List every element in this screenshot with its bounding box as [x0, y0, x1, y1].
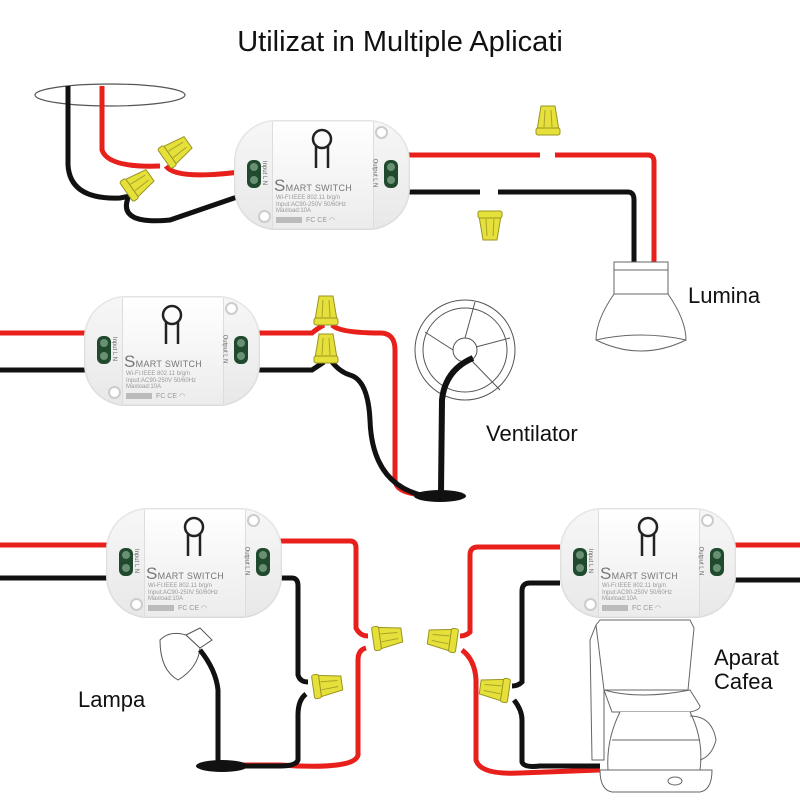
- input-label: Input L N: [587, 548, 594, 574]
- ceiling-light-icon: [595, 261, 687, 352]
- section-lumina: [34, 83, 687, 352]
- output-label: Output L N: [697, 546, 704, 576]
- switch3-output-live: [235, 538, 369, 769]
- wire-nut: [156, 132, 196, 170]
- wifi-icon: ◠: [178, 393, 186, 400]
- smart-switch-1: Input L N Output L N SMART SWITCH Wi-Fi:…: [234, 120, 410, 230]
- switch2-output-neutral: [250, 359, 426, 499]
- coffee-maker-icon: [589, 619, 717, 793]
- output-terminal: [234, 336, 248, 364]
- supply-neutral-wire: [65, 86, 131, 201]
- input-terminal: [573, 548, 587, 576]
- section-lampa: [0, 538, 404, 772]
- power-button-icon: [311, 128, 333, 168]
- input-label: Input L N: [133, 548, 140, 574]
- output-label: Output L N: [243, 546, 250, 576]
- mount-hole: [375, 126, 388, 139]
- mount-hole: [108, 386, 121, 399]
- output-terminal: [710, 548, 724, 576]
- mount-hole: [247, 514, 260, 527]
- power-button-icon: [161, 304, 183, 344]
- mount-hole: [584, 598, 597, 611]
- switch1-input-live: [163, 164, 241, 178]
- input-label: Input L N: [261, 160, 268, 186]
- section-ventilator: [0, 295, 516, 502]
- switch1-output-neutral: [405, 189, 637, 265]
- mount-hole: [130, 598, 143, 611]
- mount-hole: [701, 514, 714, 527]
- wifi-icon: ◠: [654, 605, 662, 612]
- switch3-output-neutral: [220, 575, 309, 769]
- output-terminal: [256, 548, 270, 576]
- input-terminal: [247, 160, 261, 188]
- label-ventilator: Ventilator: [486, 421, 578, 446]
- switch1-input-neutral: [124, 193, 241, 224]
- cert-marks: FC CE ◠: [126, 392, 185, 400]
- smart-switch-3: Input L N Output L N SMART SWITCH Wi-Fi:…: [106, 508, 282, 618]
- wire-nut: [477, 210, 503, 241]
- cert-marks: FC CE ◠: [276, 216, 335, 224]
- switch4-input-neutral: [511, 580, 600, 769]
- cert-marks: FC CE ◠: [602, 604, 661, 612]
- desk-lamp-icon: [159, 627, 248, 772]
- wire-nut: [313, 333, 339, 364]
- input-terminal: [97, 336, 111, 364]
- wire-nut: [535, 105, 561, 136]
- wire-nut: [370, 622, 404, 652]
- smart-switch-2: Input L N Output L N SMART SWITCH Wi-Fi:…: [84, 296, 260, 406]
- fan-icon: [414, 299, 516, 502]
- brand-label: SMART SWITCH: [124, 352, 203, 371]
- wifi-icon: ◠: [200, 605, 208, 612]
- switch2-output-live: [250, 322, 431, 498]
- input-label: Input L N: [111, 336, 118, 362]
- brand-label: SMART SWITCH: [146, 564, 225, 583]
- switch1-output-live: [405, 152, 657, 265]
- supply-live-wire: [99, 86, 161, 169]
- label-aparat-line2: Cafea: [714, 669, 773, 694]
- smart-switch-4: Input L N Output L N SMART SWITCH Wi-Fi:…: [560, 508, 736, 618]
- wire-nut: [310, 670, 344, 700]
- wire-nut: [426, 624, 460, 654]
- brand-label: SMART SWITCH: [274, 176, 353, 195]
- label-lumina: Lumina: [688, 283, 761, 308]
- wire-nut: [313, 295, 339, 326]
- input-terminal: [119, 548, 133, 576]
- mount-hole: [225, 302, 238, 315]
- power-button-icon: [637, 516, 659, 556]
- mount-hole: [258, 210, 271, 223]
- label-lampa: Lampa: [78, 687, 146, 712]
- diagram-title: Utilizat in Multiple Aplicati: [237, 26, 563, 58]
- ceiling-box: [34, 83, 186, 107]
- output-terminal: [384, 160, 398, 188]
- label-aparat-cafea: Aparat Cafea: [714, 646, 779, 694]
- switch4-input-live: [459, 544, 601, 776]
- brand-label: SMART SWITCH: [600, 564, 679, 583]
- wifi-icon: ◠: [328, 217, 336, 224]
- power-button-icon: [183, 516, 205, 556]
- wire-nut: [478, 674, 512, 704]
- output-label: Output L N: [221, 334, 228, 364]
- section-aparat-cafea: [426, 542, 800, 793]
- label-aparat-line1: Aparat: [714, 645, 779, 670]
- output-label: Output L N: [371, 158, 378, 188]
- cert-marks: FC CE ◠: [148, 604, 207, 612]
